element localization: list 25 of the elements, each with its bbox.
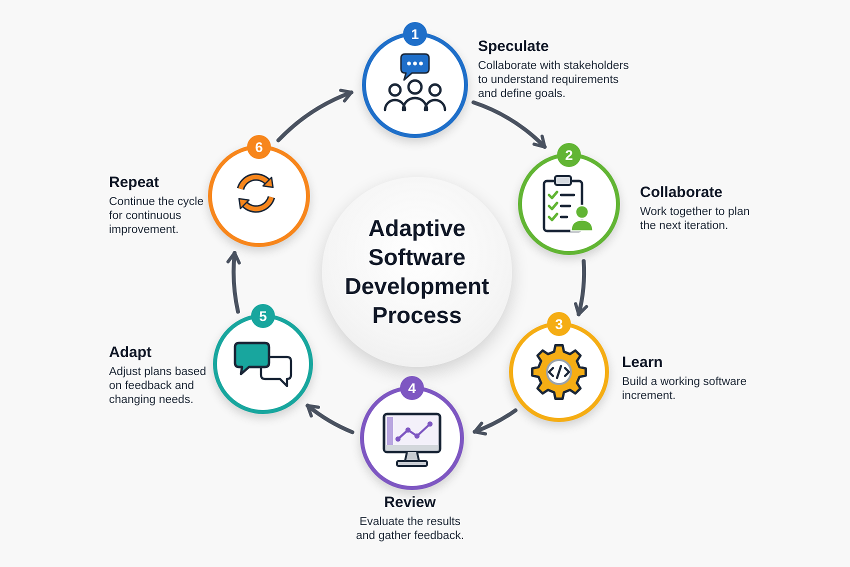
step-description: Evaluate the results and gather feedback. [354, 515, 466, 543]
step-description: Adjust plans based on feedback and changing needs. [109, 365, 208, 407]
step-title: Repeat [109, 174, 160, 192]
step-number: 3 [547, 312, 571, 336]
center-title: Adaptive Software Development Process [344, 214, 490, 330]
step-description: Continue the cycle for continuous improvement. [109, 195, 205, 237]
arrow [276, 89, 354, 142]
step-description: Build a working software increment. [622, 375, 748, 403]
arrow [472, 100, 547, 149]
step-title: Collaborate [640, 184, 724, 202]
step-number: 5 [251, 304, 275, 328]
step-description: Work together to plan the next iteration. [640, 205, 751, 233]
step-title: Review [383, 494, 437, 512]
step-number: 1 [403, 22, 427, 46]
step-number: 2 [557, 143, 581, 167]
step-title: Learn [622, 354, 664, 372]
step-title: Speculate [478, 38, 550, 56]
arrow [306, 404, 354, 434]
step-description: Collaborate with stakeholders to understand requirements and define goals. [478, 59, 630, 101]
arrow [472, 408, 518, 436]
step-title: Adapt [109, 344, 152, 362]
arrow [226, 251, 242, 314]
step-number: 6 [247, 135, 271, 159]
arrow [574, 259, 588, 316]
step-number: 4 [400, 376, 424, 400]
